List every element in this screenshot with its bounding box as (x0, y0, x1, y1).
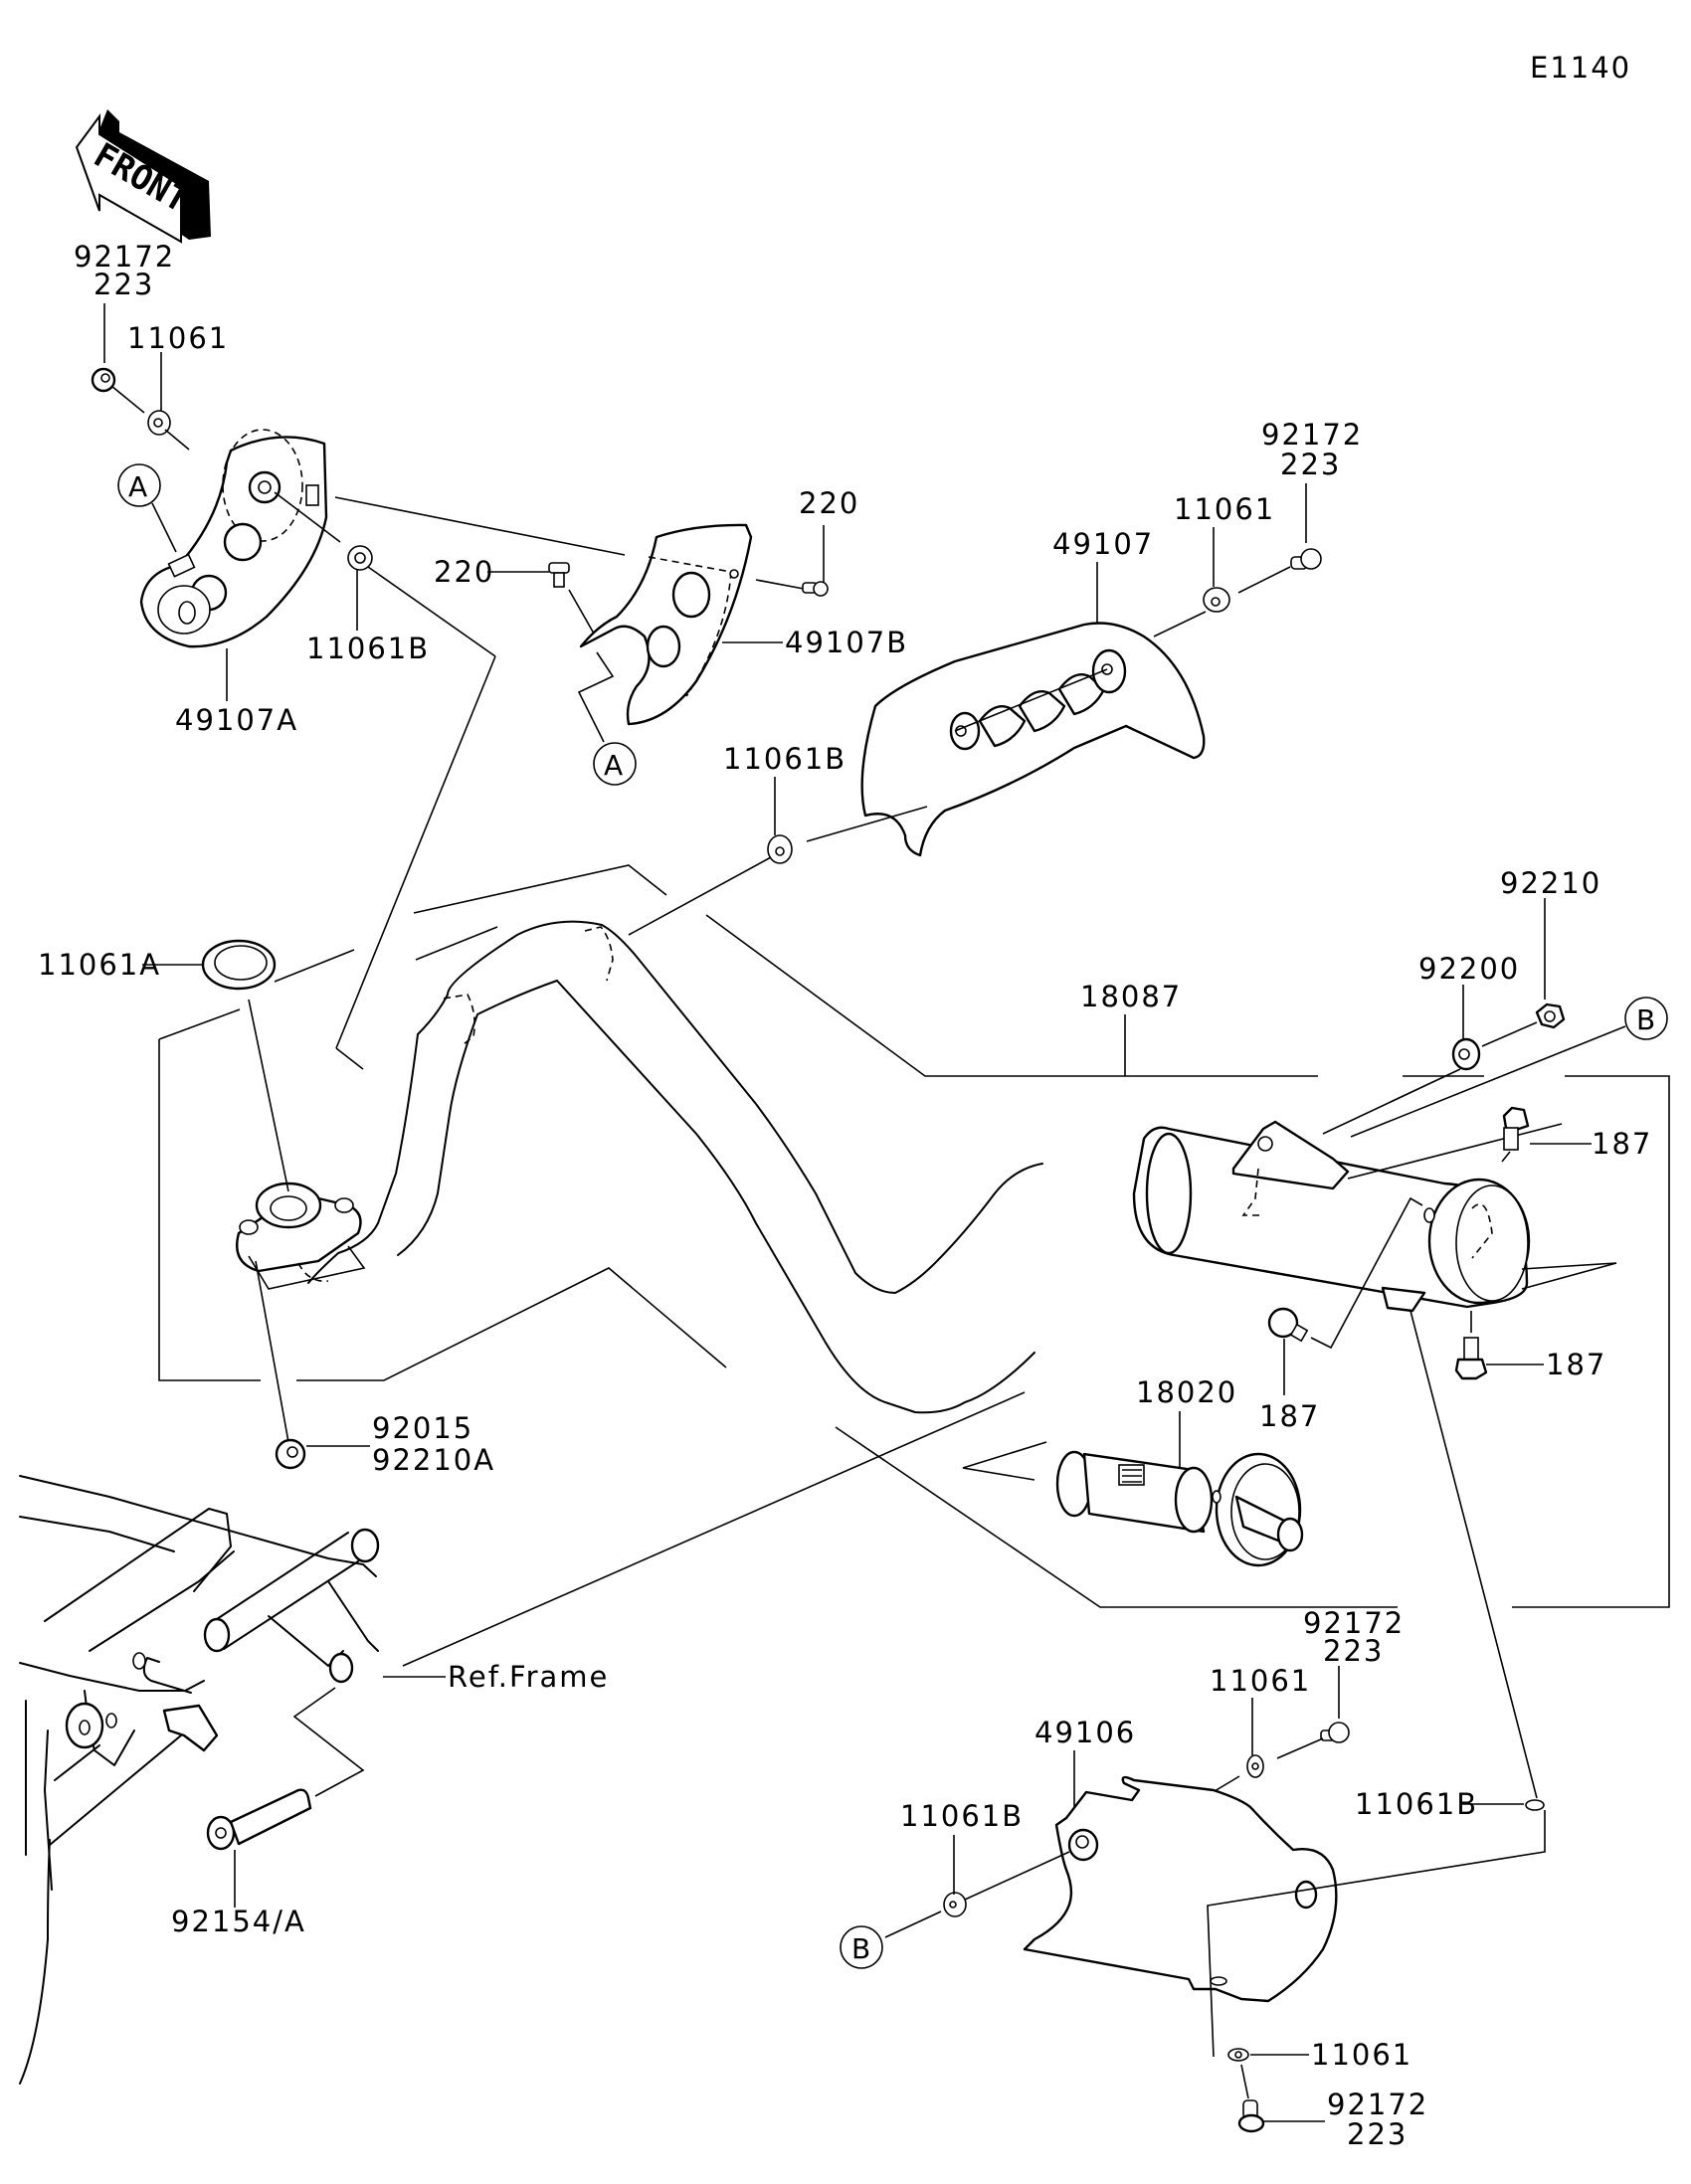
label-49107A: 49107A (175, 703, 298, 737)
callout-b-top (1624, 997, 1668, 1040)
gasket-11061A-icon (201, 939, 277, 991)
flange-exhaust (236, 1182, 362, 1282)
label-ref-frame: Ref.Frame (448, 1660, 609, 1694)
screw-220-left-icon (548, 562, 570, 588)
label-92172-bottom: 92172 (1327, 2088, 1428, 2121)
washer-92200-icon (1451, 1037, 1481, 1071)
heat-guard-49107 (860, 622, 1206, 857)
bolt-92172-icon (91, 367, 116, 393)
callout-a-right (593, 742, 637, 786)
bolt-92172-tr-icon (1290, 548, 1322, 570)
bolt-187-right-icon (1454, 1337, 1488, 1380)
label-92172-223-tl: 92172 223 (74, 240, 175, 301)
label-220-left: 220 (434, 555, 494, 589)
frame-reference (19, 1475, 380, 2085)
washer-11061B-icon (347, 545, 373, 571)
label-18087: 18087 (1080, 980, 1182, 1013)
washer-11061-bottom-icon (1227, 2048, 1249, 2062)
label-11061B-a: 11061B (306, 632, 430, 665)
label-92210A: 92210A (372, 1443, 495, 1477)
label-49107: 49107 (1052, 527, 1154, 561)
label-11061A: 11061A (38, 948, 161, 982)
label-11061-tl: 11061 (127, 321, 229, 355)
label-49106: 49106 (1034, 1716, 1136, 1749)
spark-arrester-18020 (1055, 1450, 1304, 1567)
callout-b-bottom (840, 1925, 883, 1969)
washer-11061-br-icon (1246, 1754, 1264, 1778)
label-92210: 92210 (1500, 866, 1601, 900)
label-220-right: 220 (799, 486, 859, 520)
callout-a-left (117, 463, 161, 507)
label-187-top: 187 (1592, 1127, 1652, 1161)
washer-11061-tr-icon (1203, 587, 1230, 613)
nut-92015-icon (275, 1438, 306, 1470)
bolt-187-left-icon (1267, 1307, 1309, 1343)
bolt-187-top-icon (1502, 1106, 1530, 1151)
callout-b-top-label: B (1636, 1003, 1655, 1036)
washer-11061B-b-icon (767, 834, 793, 864)
washer-11061B-d-icon (1525, 1799, 1545, 1811)
label-223-br: 223 (1323, 1634, 1384, 1668)
label-11061B-d: 11061B (1355, 1787, 1478, 1821)
bolt-92172-bottom-icon (1237, 2099, 1265, 2133)
front-arrow-icon: FRONT (75, 109, 211, 244)
label-92172-tr: 92172 (1261, 418, 1363, 452)
heat-guard-49107B (579, 523, 753, 726)
label-187-right: 187 (1546, 1348, 1606, 1381)
washer-11061-icon (147, 410, 171, 436)
label-187-left: 187 (1259, 1399, 1320, 1433)
label-92172-br: 92172 (1303, 1606, 1405, 1640)
part-number-sub: 223 (94, 268, 154, 301)
nut-92210-icon (1535, 1002, 1566, 1029)
label-49107B: 49107B (785, 626, 908, 659)
label-92154A: 92154/A (171, 1905, 306, 1938)
label-11061B-c: 11061B (900, 1799, 1024, 1833)
label-11061-br: 11061 (1210, 1664, 1311, 1698)
part-number: 92172 (74, 240, 175, 273)
label-11061B-b: 11061B (723, 742, 846, 776)
label-223-tr: 223 (1280, 448, 1341, 481)
callout-a-right-label: A (604, 749, 623, 782)
exhaust-pipe-18087 (307, 920, 1043, 1414)
label-11061-tr: 11061 (1174, 492, 1275, 526)
bolt-92154A-icon (206, 1788, 312, 1851)
callout-a-left-label: A (128, 470, 147, 503)
muffler-body (1132, 1120, 1531, 1313)
label-18020: 18020 (1136, 1375, 1237, 1409)
screw-220-right-icon (802, 581, 829, 597)
label-11061-bottom: 11061 (1311, 2038, 1412, 2072)
label-92015: 92015 (372, 1411, 473, 1445)
label-92200: 92200 (1418, 952, 1520, 986)
washer-11061B-c-icon (943, 1892, 967, 1917)
label-223-bottom: 223 (1347, 2117, 1408, 2151)
heat-guard-49107A (139, 429, 328, 648)
diagram-code: E1140 (1530, 51, 1631, 85)
bolt-92172-br-icon (1320, 1722, 1350, 1743)
heat-guard-49106 (1023, 1775, 1338, 2003)
callout-b-bottom-label: B (851, 1932, 870, 1965)
